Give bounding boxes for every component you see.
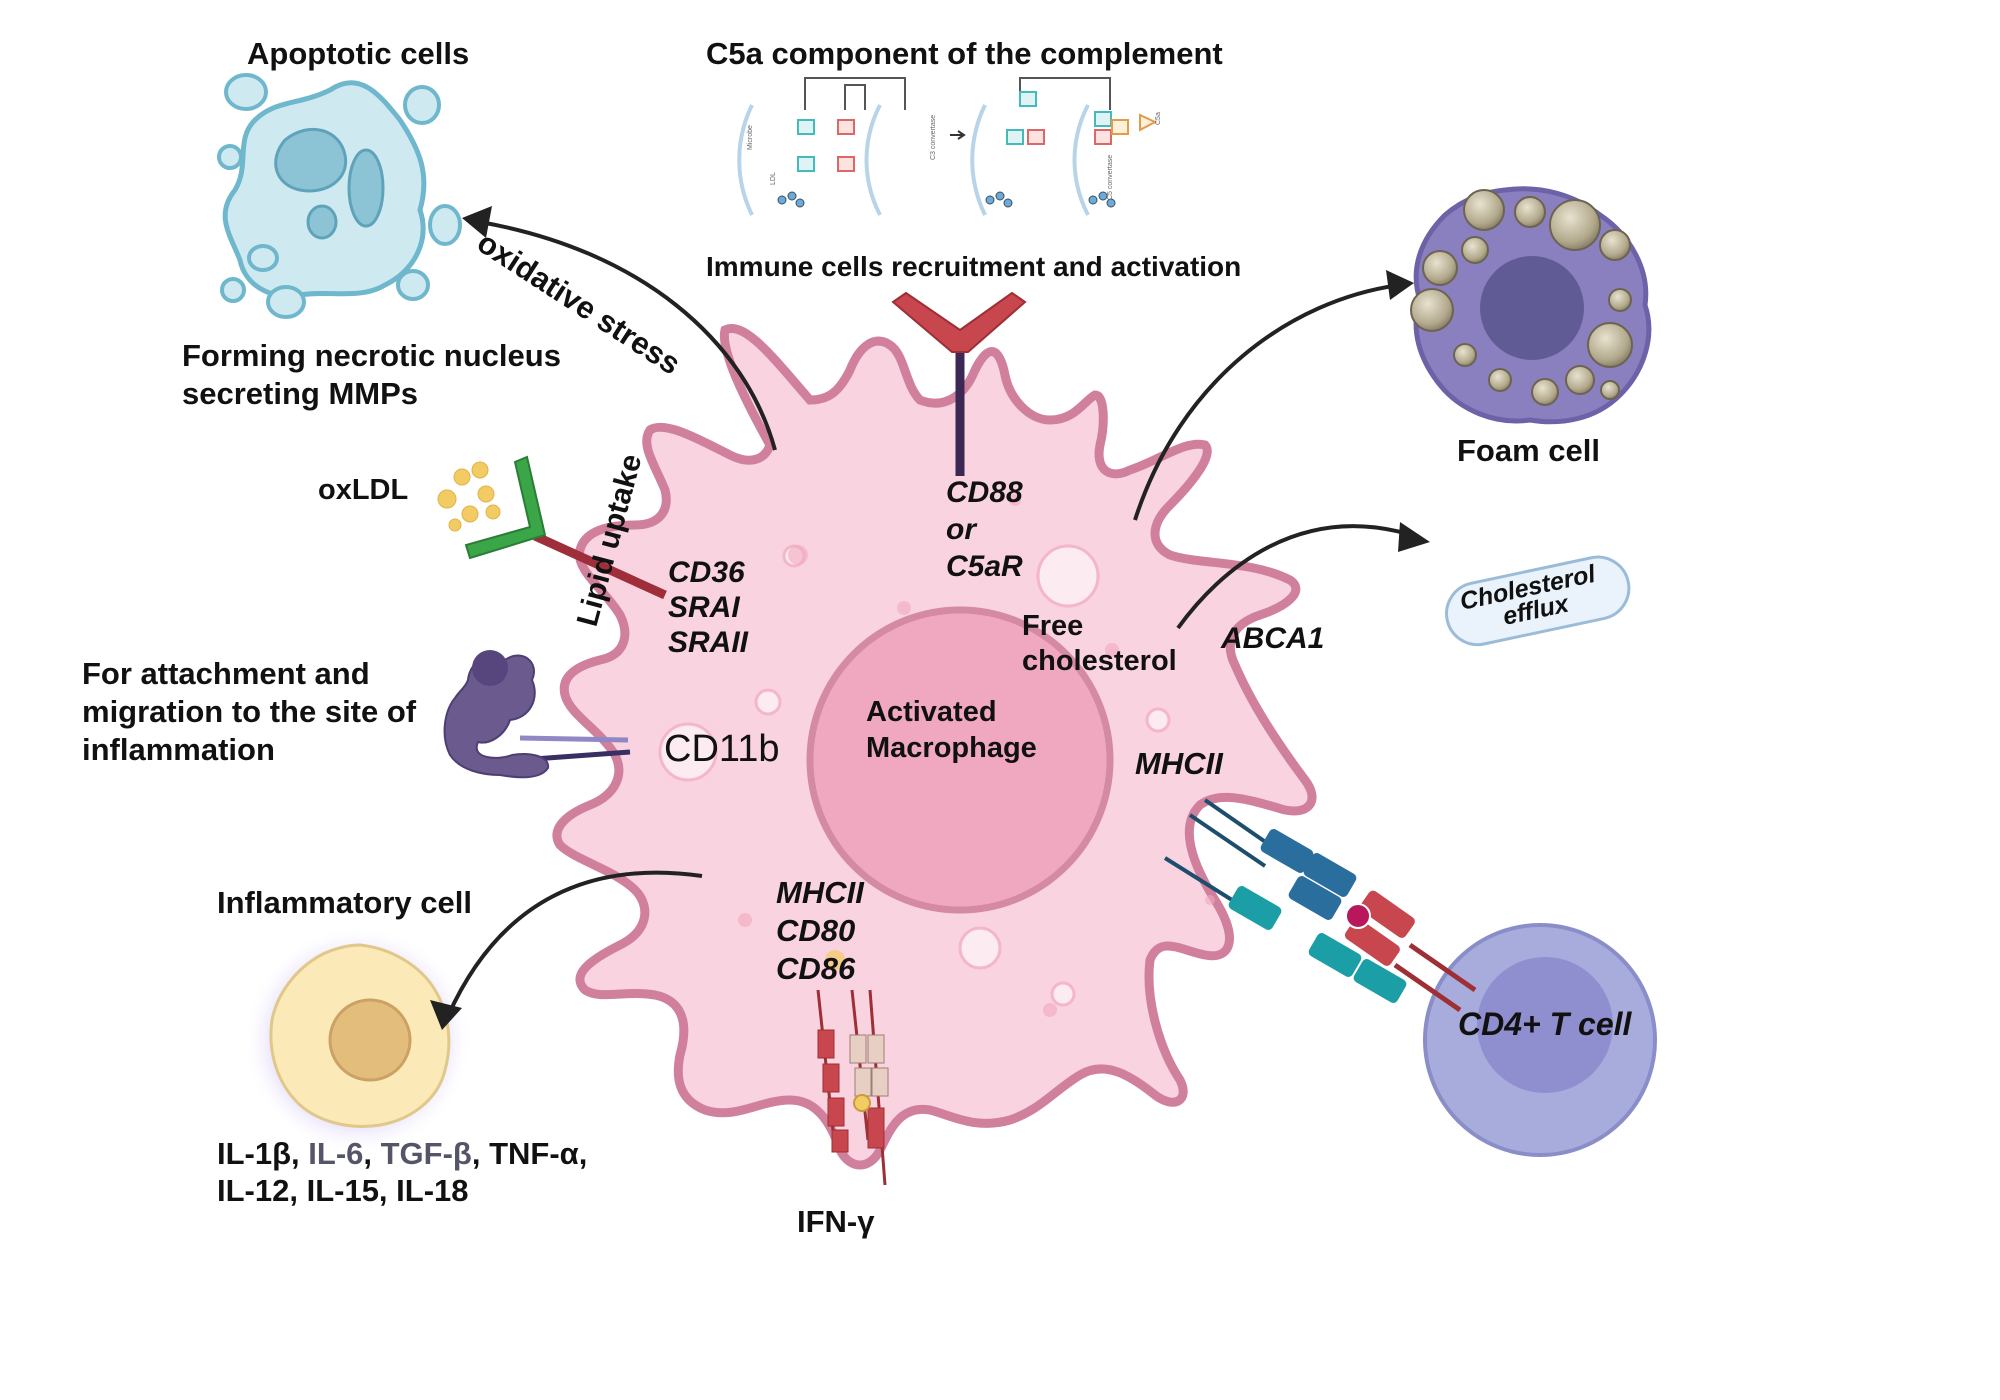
ifn-gamma-receptor — [816, 950, 889, 1186]
cd11b-label: CD11b — [664, 728, 780, 770]
srai-label: SRAI — [668, 591, 740, 624]
cytokine-tgfb: TGF-β — [380, 1136, 472, 1171]
inset-c5-convertase-label: C5 convertase — [1107, 155, 1114, 200]
inset-ldl-label: LDL — [770, 172, 777, 185]
cd11b-integrin — [443, 650, 631, 779]
inflammatory-cell-label: Inflammatory cell — [217, 885, 472, 920]
cd88-receptor-icon — [891, 291, 1027, 353]
cd36-label: CD36 — [668, 556, 745, 589]
attachment-label-2: migration to the site of — [82, 694, 417, 729]
ifn-gamma-ligand-icon — [853, 1094, 871, 1112]
arrow-to-inflammatory-cell — [446, 870, 703, 1017]
cd88-label: CD88 — [946, 476, 1023, 509]
arrowhead-icon — [1398, 522, 1430, 552]
cytokine-separator: , — [363, 1136, 381, 1171]
cytokine-il6: IL-6 — [308, 1136, 364, 1171]
inset-c3-convertase-label: C3 convertase — [930, 115, 937, 160]
cd88-receptor — [891, 291, 1027, 476]
mhcii-right-label: MHCII — [1135, 746, 1223, 781]
free-cholesterol-label-2: cholesterol — [1022, 645, 1177, 677]
cd36-receptor-icon — [464, 455, 547, 560]
ifn-gamma-label: IFN-γ — [797, 1204, 875, 1239]
sraii-label: SRAII — [668, 626, 749, 659]
mhcii-bottom-label: MHCII — [776, 875, 864, 910]
or-label: or — [946, 513, 976, 546]
apoptotic-cells-label: Apoptotic cells — [247, 36, 470, 71]
foam-cell-nucleus — [1480, 256, 1584, 360]
free-cholesterol-label-1: Free — [1022, 610, 1084, 642]
foam-cell-label: Foam cell — [1457, 433, 1600, 468]
attachment-label-1: For attachment and — [82, 656, 370, 691]
oxldl-label: oxLDL — [318, 474, 409, 506]
arrow-to-foam-cell — [1133, 283, 1401, 521]
necrotic-nucleus-label-2: secreting MMPs — [182, 376, 419, 411]
arrow-cholesterol-efflux — [1176, 524, 1416, 630]
ldl-particle-icon — [777, 191, 1116, 208]
arrowhead-icon — [1386, 270, 1414, 300]
inflammatory-cell — [243, 925, 473, 1155]
apoptotic-cell — [217, 73, 462, 319]
apoptotic-fragment — [274, 127, 348, 193]
oxldl-particles — [437, 461, 501, 532]
cd36-receptor — [464, 455, 667, 600]
cd80-label: CD80 — [776, 913, 856, 948]
c5a-title: C5a component of the complement — [706, 36, 1223, 71]
macrophage-nucleus — [806, 606, 1114, 914]
arrow-oxidative-stress — [479, 220, 777, 451]
arrows — [446, 220, 1416, 1017]
abca1-label: ABCA1 — [1221, 622, 1325, 655]
attachment-label-3: inflammation — [82, 732, 275, 767]
inflammatory-cell-nucleus — [328, 998, 412, 1082]
activated-macrophage-label-1: Activated — [866, 696, 997, 728]
apoptotic-fragment — [306, 204, 338, 240]
cd4-t-cell-label: CD4+ T cell — [1458, 1006, 1632, 1042]
cytokines-label-2: IL-12, IL-15, IL-18 — [217, 1173, 469, 1208]
peptide-icon — [1345, 903, 1371, 929]
necrotic-nucleus-label-1: Forming necrotic nucleus — [182, 338, 561, 373]
c5ar-label: C5aR — [946, 550, 1023, 583]
activated-macrophage-label-2: Macrophage — [866, 732, 1037, 764]
apoptotic-fragment — [347, 148, 385, 228]
cd11b-integrin-icon — [443, 654, 550, 779]
complement-cascade-inset: Microbe LDL C3 convertase C5 convertase … — [737, 77, 1162, 216]
arrowhead-icon — [430, 1000, 462, 1030]
cd86-label: CD86 — [776, 951, 856, 986]
cd4-t-cell — [1423, 923, 1657, 1157]
lipid-droplets — [1410, 189, 1633, 406]
cytoplasm-dots — [738, 494, 1215, 1017]
inset-c5a-label: C5a — [1155, 112, 1162, 125]
cytokine-il1b: IL-1β, — [217, 1136, 309, 1171]
apoptotic-bodies — [217, 73, 462, 319]
foam-cell — [1410, 186, 1652, 425]
arrowhead-icon — [462, 206, 492, 238]
activated-macrophage — [552, 324, 1317, 1170]
cytokines-label-1: IL-1β, IL-6, TGF-β, TNF-α, — [217, 1135, 587, 1172]
inset-microbe-label: Microbe — [747, 125, 754, 150]
immune-recruitment-label: Immune cells recruitment and activation — [706, 251, 1242, 282]
t-cell-nucleus — [1477, 957, 1613, 1093]
arrowheads — [430, 206, 1430, 1030]
cytokine-tnfa: , TNF-α, — [471, 1136, 588, 1171]
cholesterol-efflux-pill — [1445, 555, 1631, 647]
mhcii-tcr-complex — [1163, 798, 1477, 1013]
